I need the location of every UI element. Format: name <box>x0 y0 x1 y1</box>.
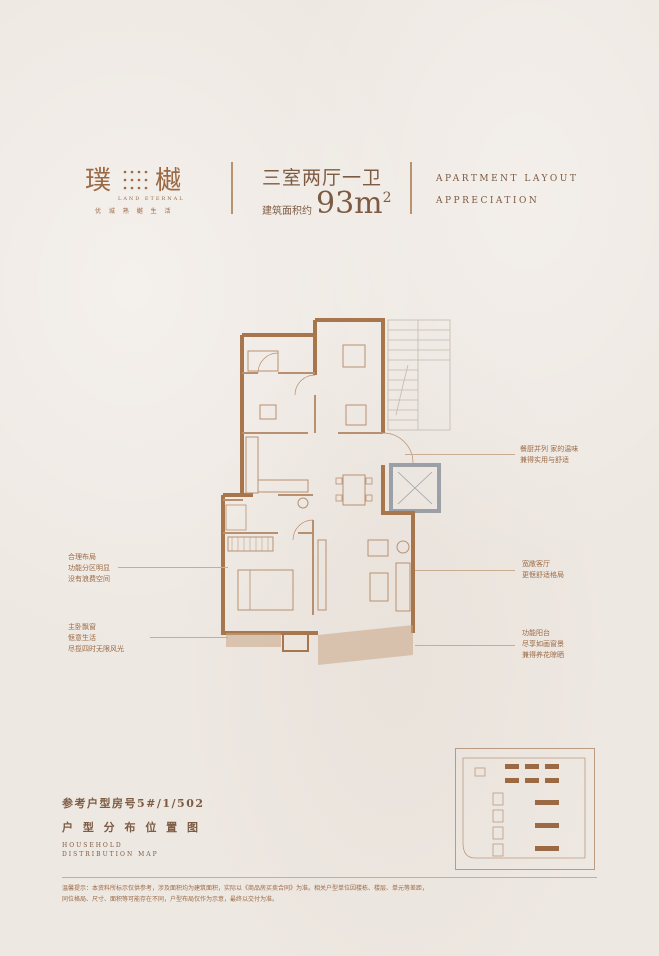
note-kitchen-line2: 兼得实用与舒适 <box>520 456 569 464</box>
annotation-line-right-2 <box>415 570 515 571</box>
note-layout-line3: 没有浪费空间 <box>68 575 110 583</box>
annotation-line-right-1 <box>405 454 515 455</box>
note-living-line1: 宽敞客厅 <box>522 560 550 568</box>
distribution-en-2: DISTRIBUTION MAP <box>62 851 159 858</box>
header-divider-2 <box>410 162 412 214</box>
footer-line-2: 同位格局、尺寸、面积等可能存在不同，户型布局仅作为示意，最终以交付为准。 <box>62 896 279 903</box>
note-living-line2: 更惬舒适格局 <box>522 571 564 579</box>
brand-slogan: 优 城 熟 樾 生 活 <box>95 208 174 215</box>
note-layout-line2: 功能分区明显 <box>68 564 110 572</box>
annotation-line-left-2 <box>150 637 228 638</box>
area-value: 93m2 <box>316 186 392 221</box>
brand-logo-left: 璞 <box>85 166 114 196</box>
brand-en: LAND ETERNAL <box>118 196 185 202</box>
note-bay-line3: 尽揽四时无限风光 <box>68 645 124 653</box>
note-balcony: 功能阳台 尽享如画窗景 兼得养花晾晒 <box>522 628 564 661</box>
distribution-title: 户 型 分 布 位 置 图 <box>62 821 201 834</box>
annotation-line-right-3 <box>415 645 515 646</box>
layout-title: 三室两厅一卫 <box>262 167 383 189</box>
site-map <box>455 748 595 870</box>
note-balcony-line3: 兼得养花晾晒 <box>522 651 564 659</box>
note-living: 宽敞客厅 更惬舒适格局 <box>522 559 564 581</box>
eng-title-1: APARTMENT LAYOUT <box>436 174 579 184</box>
eng-title-2: APPRECIATION <box>436 196 540 206</box>
annotation-line-left-1 <box>118 567 228 568</box>
floor-plan <box>218 315 468 665</box>
note-bay-line1: 主卧飘窗 <box>68 623 96 631</box>
note-bay-window: 主卧飘窗 惬意生活 尽揽四时无限风光 <box>68 622 124 655</box>
note-kitchen-line1: 餐厨并列 家的温味 <box>520 445 579 453</box>
brand-logo-dots <box>122 168 150 192</box>
footer-divider <box>62 877 597 878</box>
footer-line-1: 温馨提示：本资料所标示仅供参考，涉及面积均为建筑面积，实际以《商品房买卖合同》为… <box>62 885 429 892</box>
header-divider-1 <box>231 162 233 214</box>
distribution-en-1: HOUSEHOLD <box>62 842 123 849</box>
note-layout-line1: 合理布局 <box>68 553 96 561</box>
note-balcony-line2: 尽享如画窗景 <box>522 640 564 648</box>
note-balcony-line1: 功能阳台 <box>522 629 550 637</box>
brand-logo-right: 樾 <box>155 166 184 196</box>
note-bay-line2: 惬意生活 <box>68 634 96 642</box>
footer-disclaimer: 温馨提示：本资料所标示仅供参考，涉及面积均为建筑面积，实际以《商品房买卖合同》为… <box>62 883 597 905</box>
reference-unit: 参考户型房号5#/1/502 <box>62 797 205 810</box>
note-layout: 合理布局 功能分区明显 没有浪费空间 <box>68 552 110 585</box>
area-label: 建筑面积约 <box>262 206 312 217</box>
note-kitchen: 餐厨并列 家的温味 兼得实用与舒适 <box>520 444 578 466</box>
